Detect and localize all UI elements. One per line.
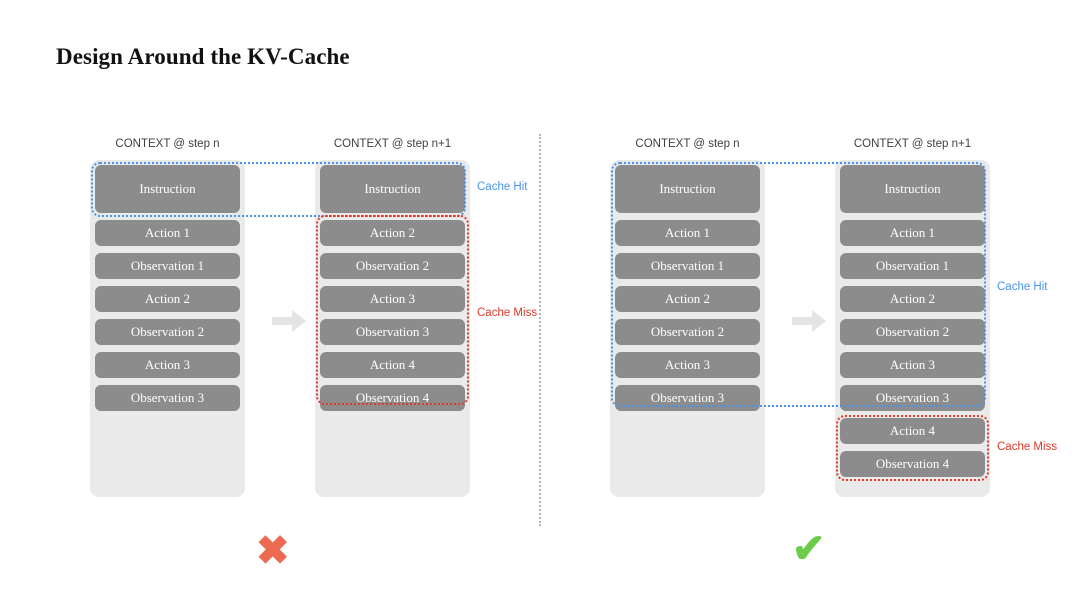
- context-cell: Action 4: [840, 418, 985, 444]
- context-cell: Action 3: [320, 286, 465, 312]
- context-cell: Observation 3: [615, 385, 760, 411]
- good-step-n-stack: Instruction Action 1 Observation 1 Actio…: [615, 165, 760, 418]
- good-verdict-icon: ✔: [792, 527, 826, 571]
- context-cell: Observation 2: [615, 319, 760, 345]
- context-cell: Action 3: [615, 352, 760, 378]
- context-cell: Observation 1: [840, 253, 985, 279]
- context-cell: Instruction: [615, 165, 760, 213]
- context-cell: Observation 3: [95, 385, 240, 411]
- context-cell: Action 2: [320, 220, 465, 246]
- context-cell: Action 3: [840, 352, 985, 378]
- panel-divider: [539, 134, 541, 526]
- context-cell: Observation 4: [320, 385, 465, 411]
- transition-arrow-icon: [272, 310, 306, 332]
- context-cell: Observation 3: [840, 385, 985, 411]
- transition-arrow-icon: [792, 310, 826, 332]
- context-cell: Observation 2: [320, 253, 465, 279]
- good-step-n1-stack: Instruction Action 1 Observation 1 Actio…: [840, 165, 985, 484]
- good-step-n1-header: CONTEXT @ step n+1: [853, 138, 972, 150]
- bad-step-n1-stack: Instruction Action 2 Observation 2 Actio…: [320, 165, 465, 418]
- context-cell: Action 1: [615, 220, 760, 246]
- bad-example-diagram: CONTEXT @ step n Instruction Action 1 Ob…: [90, 138, 538, 573]
- context-cell: Observation 2: [95, 319, 240, 345]
- context-cell: Observation 1: [615, 253, 760, 279]
- bad-cache-miss-label: Cache Miss: [477, 307, 538, 319]
- context-cell: Action 1: [840, 220, 985, 246]
- context-cell: Action 2: [840, 286, 985, 312]
- context-cell: Action 2: [615, 286, 760, 312]
- bad-step-n1-header: CONTEXT @ step n+1: [333, 138, 452, 150]
- context-cell: Action 4: [320, 352, 465, 378]
- context-cell: Observation 4: [840, 451, 985, 477]
- page-title: Design Around the KV-Cache: [56, 44, 350, 69]
- context-cell: Observation 1: [95, 253, 240, 279]
- context-cell: Instruction: [320, 165, 465, 213]
- context-cell: Instruction: [840, 165, 985, 213]
- bad-step-n-stack: Instruction Action 1 Observation 1 Actio…: [95, 165, 240, 418]
- good-cache-miss-label: Cache Miss: [997, 441, 1058, 453]
- context-cell: Action 3: [95, 352, 240, 378]
- context-cell: Observation 2: [840, 319, 985, 345]
- good-step-n-header: CONTEXT @ step n: [635, 138, 740, 150]
- good-cache-hit-label: Cache Hit: [997, 281, 1048, 293]
- bad-cache-hit-label: Cache Hit: [477, 181, 528, 193]
- bad-verdict-icon: ✖: [256, 529, 290, 573]
- context-cell: Instruction: [95, 165, 240, 213]
- context-cell: Action 2: [95, 286, 240, 312]
- good-example-diagram: CONTEXT @ step n Instruction Action 1 Ob…: [540, 0, 1080, 608]
- context-cell: Observation 3: [320, 319, 465, 345]
- bad-step-n-header: CONTEXT @ step n: [115, 138, 220, 150]
- context-cell: Action 1: [95, 220, 240, 246]
